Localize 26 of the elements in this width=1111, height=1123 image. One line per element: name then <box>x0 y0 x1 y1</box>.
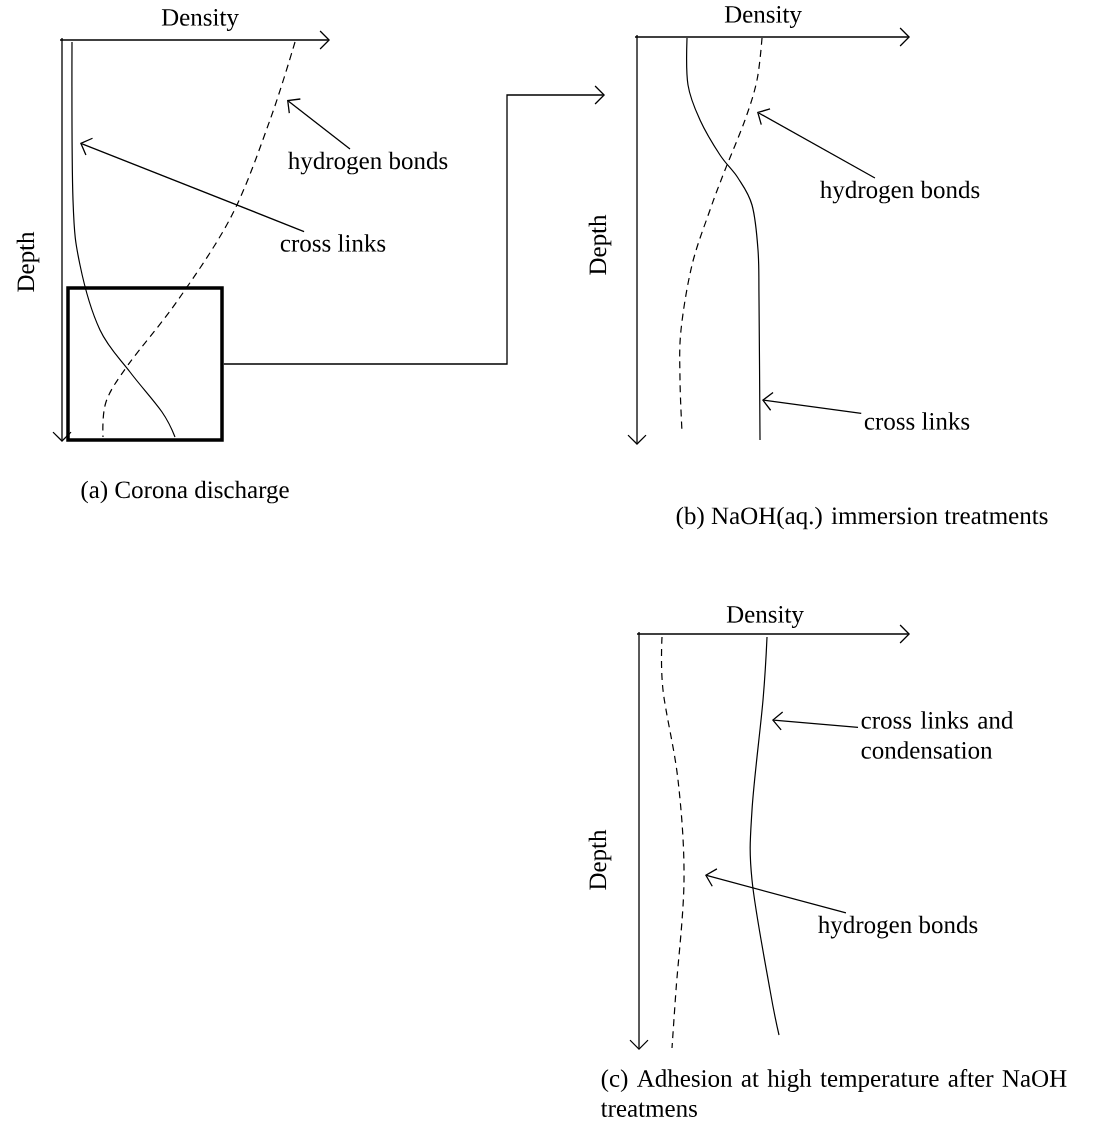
leader-line <box>705 868 847 914</box>
caption: (b) NaOH(aq.) immersion treatments <box>676 506 1048 530</box>
callout-text: cross links and condensation <box>861 711 1014 759</box>
axis-label: Density <box>724 6 802 28</box>
highlight-box <box>66 286 224 442</box>
callout-text: cross links <box>864 412 970 430</box>
callout-text: hydrogen bonds <box>820 180 980 204</box>
axis-label: Depth <box>588 829 612 890</box>
callout-text: hydrogen bonds <box>818 915 978 939</box>
axis-label: Density <box>161 9 239 31</box>
leader-line <box>757 108 876 179</box>
callout-text: cross links <box>280 234 386 252</box>
dashed-curve <box>660 636 685 1049</box>
solid-curve <box>749 636 780 1036</box>
caption: (a) Corona discharge <box>81 480 289 504</box>
arrow <box>223 85 605 365</box>
leader-line <box>772 711 859 731</box>
caption: (c) Adhesion at high temperature after NaOH treatmens <box>600 1069 1067 1117</box>
leader-line <box>80 137 305 233</box>
axis-label: Depth <box>588 214 612 275</box>
leader-line <box>762 391 862 415</box>
leader-line <box>287 98 351 150</box>
callout-text: hydrogen bonds <box>288 151 448 175</box>
axis-label: Depth <box>16 231 40 292</box>
solid-curve <box>71 41 176 438</box>
axis-label: Density <box>726 606 804 628</box>
